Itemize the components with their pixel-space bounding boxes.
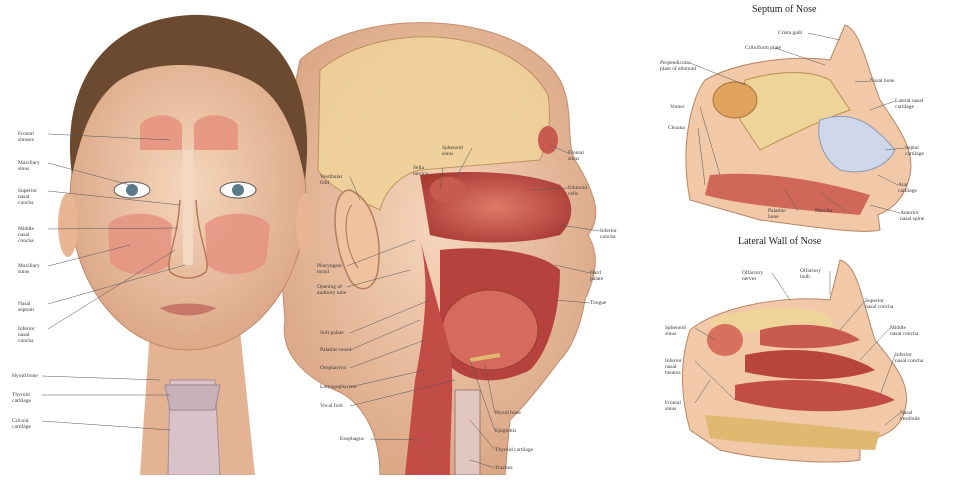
lateral-label-4: Inferior nasal concha xyxy=(895,352,923,364)
maxillary-sinus-left xyxy=(108,214,172,274)
septum-label-5: Nasal bone xyxy=(870,78,895,84)
septum-label-11: Anterior nasal spine xyxy=(900,210,924,222)
head-label-12: Oropharynx xyxy=(320,365,347,371)
sphenoid-sinus-shape xyxy=(430,177,466,203)
face-label-4: Maxillary sinus xyxy=(18,263,40,275)
septum-leader-0 xyxy=(808,33,840,40)
face-label-1: Maxillary sinus xyxy=(18,160,40,172)
septum-label-8: Alar cartilage xyxy=(898,182,917,194)
septum-label-1: Cribriform plate xyxy=(745,45,781,51)
head-label-18: Esophagus xyxy=(340,436,364,442)
head-label-16: Epiglottis xyxy=(495,428,516,434)
head-label-6: Inferior concha xyxy=(600,228,617,240)
head-label-7: Opening of auditory tube xyxy=(317,284,346,296)
lateral-sphenoid-shape xyxy=(707,324,743,356)
ear-left xyxy=(58,193,78,257)
face-label-7: Hyoid bone xyxy=(12,373,38,379)
frontal-sinus-left xyxy=(140,115,182,150)
lateral-leader-0 xyxy=(772,273,790,300)
lateral-wall-diagram xyxy=(683,260,907,462)
face-label-0: Frontal sinuses xyxy=(18,131,34,143)
iris-right xyxy=(232,184,244,196)
septum-label-7: Septal cartilage xyxy=(905,145,924,157)
head-label-13: Laryngopharynx xyxy=(320,384,357,390)
face-label-5: Nasal septum xyxy=(18,301,34,313)
septum-label-0: Crista galli xyxy=(778,30,802,36)
lateral-label-2: Superior nasal concha xyxy=(865,298,893,310)
title-septum: Septum of Nose xyxy=(752,4,816,15)
head-label-10: Soft palate xyxy=(320,330,344,336)
head-label-9: Tongue xyxy=(590,300,606,306)
lateral-label-7: Frontal sinus xyxy=(665,400,681,412)
face-label-6: Inferior nasal concha xyxy=(18,326,35,344)
sphenoid-shape xyxy=(713,82,757,118)
frontal-face xyxy=(58,15,316,475)
thyroid-front xyxy=(165,385,220,410)
head-label-3: Ethmoid cells xyxy=(568,185,587,197)
head-label-8: Hard palate xyxy=(590,270,603,282)
frontal-sinus-right xyxy=(194,115,238,150)
ear-right xyxy=(296,193,316,257)
face-label-8: Thyroid cartilage xyxy=(12,392,31,404)
lateral-label-1: Olfactory bulb xyxy=(800,268,821,280)
head-label-2: Frontal sinus xyxy=(568,150,584,162)
head-label-0: Sphenoid sinus xyxy=(442,145,463,157)
head-label-4: Vestibular fold xyxy=(320,174,342,186)
face-leader-7 xyxy=(42,376,160,380)
lateral-label-5: Sphenoid sinus xyxy=(665,325,686,337)
iris-left xyxy=(126,184,138,196)
septum-label-9: Palatine bone xyxy=(768,208,786,220)
nasal-septum-shape xyxy=(183,150,193,265)
septum-label-4: Choana xyxy=(668,125,685,131)
face-label-2: Superior nasal concha xyxy=(18,188,37,206)
lateral-label-3: Middle nasal concha xyxy=(890,325,918,337)
head-label-1: Sella turcica xyxy=(413,165,428,177)
septum-label-3: Vomer xyxy=(670,104,685,110)
septum-label-2: Perpendicular plate of ethmoid xyxy=(660,60,696,72)
title-lateral: Lateral Wall of Nose xyxy=(738,236,821,247)
head-label-17: Thyroid cartilage xyxy=(495,447,533,453)
head-label-15: Hyoid bone xyxy=(495,410,521,416)
face-label-9: Cricoid cartilage xyxy=(12,418,31,430)
head-label-5: Pharyngeal tonsil xyxy=(317,263,342,275)
head-label-11: Palatine tonsil xyxy=(320,347,351,353)
head-label-19: Trachea xyxy=(495,465,513,471)
maxillary-sinus-right xyxy=(205,214,270,274)
lateral-label-8: Nasal vestibule xyxy=(900,410,920,422)
face-label-3: Middle nasal concha xyxy=(18,226,34,244)
lateral-label-0: Olfactory nerves xyxy=(742,270,763,282)
frontal-sinus-shape xyxy=(538,126,558,154)
head-label-14: Vocal fold xyxy=(320,403,343,409)
lateral-label-6: Inferior nasal meatus xyxy=(665,358,682,376)
septum-label-6: Lateral nasal cartilage xyxy=(895,98,923,110)
septum-label-10: Maxilla xyxy=(815,208,832,214)
